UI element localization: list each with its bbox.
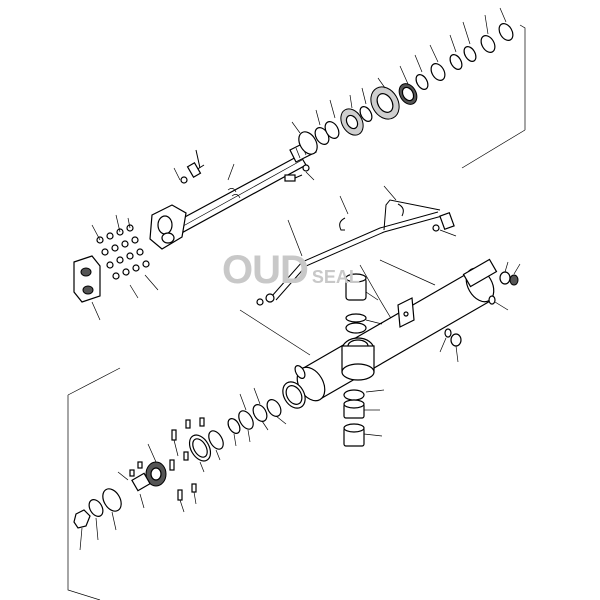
cylinder-tube — [296, 258, 498, 402]
piston-rod-upper — [169, 139, 317, 237]
frame-lines — [67, 24, 526, 600]
leader-lines-upper — [173, 7, 507, 181]
bolt-washer-upper — [180, 149, 310, 184]
seal-ring-series — [298, 23, 514, 155]
piston-assembly — [73, 443, 167, 551]
bushing-cluster — [91, 214, 159, 299]
port-washers — [439, 261, 521, 363]
bushing-stack — [343, 273, 385, 447]
clevis-bracket-block — [73, 255, 101, 321]
hydraulic-pipe — [256, 185, 457, 306]
cylinder-head-rings — [188, 365, 306, 473]
rod-eye-clevis — [149, 204, 187, 250]
small-pins-lower — [129, 417, 205, 513]
